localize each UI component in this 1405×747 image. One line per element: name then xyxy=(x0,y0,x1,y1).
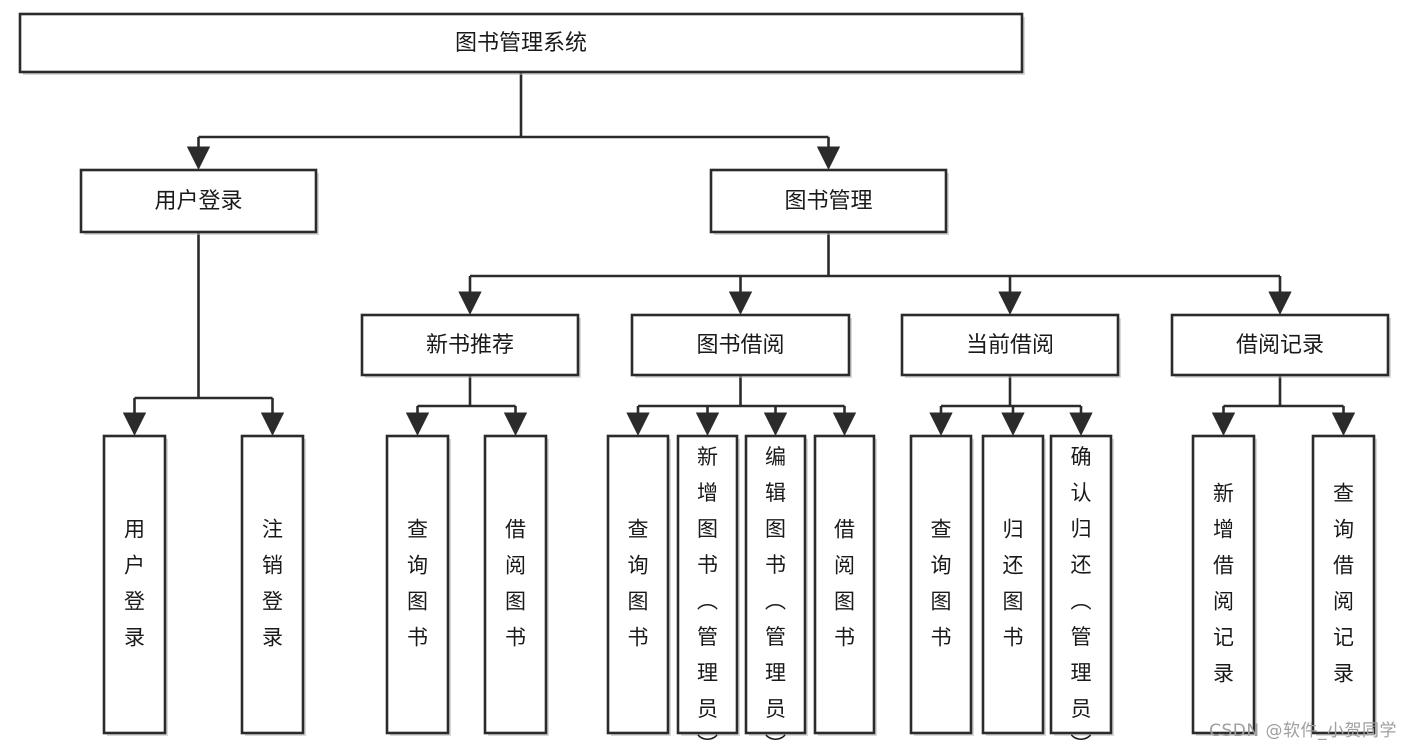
node-box[interactable] xyxy=(240,434,305,735)
node-box[interactable] xyxy=(102,434,167,735)
node-box[interactable] xyxy=(18,12,1024,74)
node-label: 新增图书︵管理员︶ xyxy=(697,445,718,747)
node-box[interactable] xyxy=(981,434,1045,735)
node-label: 注销登录 xyxy=(262,518,283,650)
node-box[interactable] xyxy=(709,168,948,234)
node-user-login[interactable]: 用户登录 xyxy=(102,434,168,736)
node-box[interactable] xyxy=(1049,434,1113,735)
node-box[interactable] xyxy=(1170,313,1390,377)
node-edit-book-admin[interactable]: 编辑图书︵管理员︶ xyxy=(744,434,808,747)
node-book-borrow[interactable]: 图书借阅 xyxy=(630,313,852,378)
node-label: 新书推荐 xyxy=(426,333,514,358)
node-label: 新增借阅记录 xyxy=(1213,482,1234,686)
node-box[interactable] xyxy=(909,434,973,735)
node-label: 借阅图书 xyxy=(834,518,855,650)
node-label: 查询图书 xyxy=(628,518,649,650)
node-label: 当前借阅 xyxy=(966,333,1054,358)
node-new-book-recommend[interactable]: 新书推荐 xyxy=(360,313,581,378)
node-confirm-return-admin[interactable]: 确认归还︵管理员︶ xyxy=(1049,434,1114,747)
node-query-book[interactable]: 查询图书 xyxy=(385,434,451,736)
node-query-borrow-record[interactable]: 查询借阅记录 xyxy=(1311,434,1377,736)
node-box[interactable] xyxy=(813,434,876,735)
node-box[interactable] xyxy=(360,313,580,377)
node-box[interactable] xyxy=(630,313,851,377)
node-label: 借阅图书 xyxy=(505,518,526,650)
node-logout[interactable]: 注销登录 xyxy=(240,434,306,736)
node-label: 查询图书 xyxy=(407,518,428,650)
node-current-borrow[interactable]: 当前借阅 xyxy=(900,313,1121,378)
node-label: 查询图书 xyxy=(931,518,952,650)
node-query-book[interactable]: 查询图书 xyxy=(909,434,974,736)
node-add-book-admin[interactable]: 新增图书︵管理员︶ xyxy=(676,434,740,747)
node-box[interactable] xyxy=(744,434,807,735)
node-return-book[interactable]: 归还图书 xyxy=(981,434,1046,736)
node-label: 用户登录 xyxy=(154,189,242,214)
node-label: 查询借阅记录 xyxy=(1333,482,1354,686)
node-label: 确认归还︵管理员︶ xyxy=(1071,445,1092,747)
node-box[interactable] xyxy=(900,313,1120,377)
node-book-management[interactable]: 图书管理 xyxy=(709,168,949,235)
node-box[interactable] xyxy=(483,434,548,735)
node-box[interactable] xyxy=(385,434,450,735)
node-user-login[interactable]: 用户登录 xyxy=(79,168,319,235)
node-label: 图书借阅 xyxy=(696,333,784,358)
node-add-borrow-record[interactable]: 新增借阅记录 xyxy=(1191,434,1257,736)
node-query-book[interactable]: 查询图书 xyxy=(606,434,671,736)
node-box[interactable] xyxy=(606,434,670,735)
node-box[interactable] xyxy=(1191,434,1256,735)
node-label: 图书管理系统 xyxy=(455,31,587,56)
connectors-layer xyxy=(122,72,1356,436)
node-borrow-book[interactable]: 借阅图书 xyxy=(813,434,877,736)
node-label: 图书管理 xyxy=(784,189,872,214)
node-label: 归还图书 xyxy=(1003,518,1024,650)
node-box[interactable] xyxy=(676,434,739,735)
node-label: 借阅记录 xyxy=(1236,333,1324,358)
nodes-layer: 图书管理系统用户登录图书管理新书推荐图书借阅当前借阅借阅记录用户登录注销登录查询… xyxy=(18,12,1391,747)
node-borrow-record[interactable]: 借阅记录 xyxy=(1170,313,1391,378)
csdn-watermark: CSDN @软件_小贺同学 xyxy=(1209,721,1397,741)
node-label: 用户登录 xyxy=(124,518,145,650)
node-box[interactable] xyxy=(1311,434,1376,735)
node-label: 编辑图书︵管理员︶ xyxy=(765,445,786,747)
node-box[interactable] xyxy=(79,168,318,234)
node-borrow-book[interactable]: 借阅图书 xyxy=(483,434,549,736)
node-book-management-system[interactable]: 图书管理系统 xyxy=(18,12,1025,75)
